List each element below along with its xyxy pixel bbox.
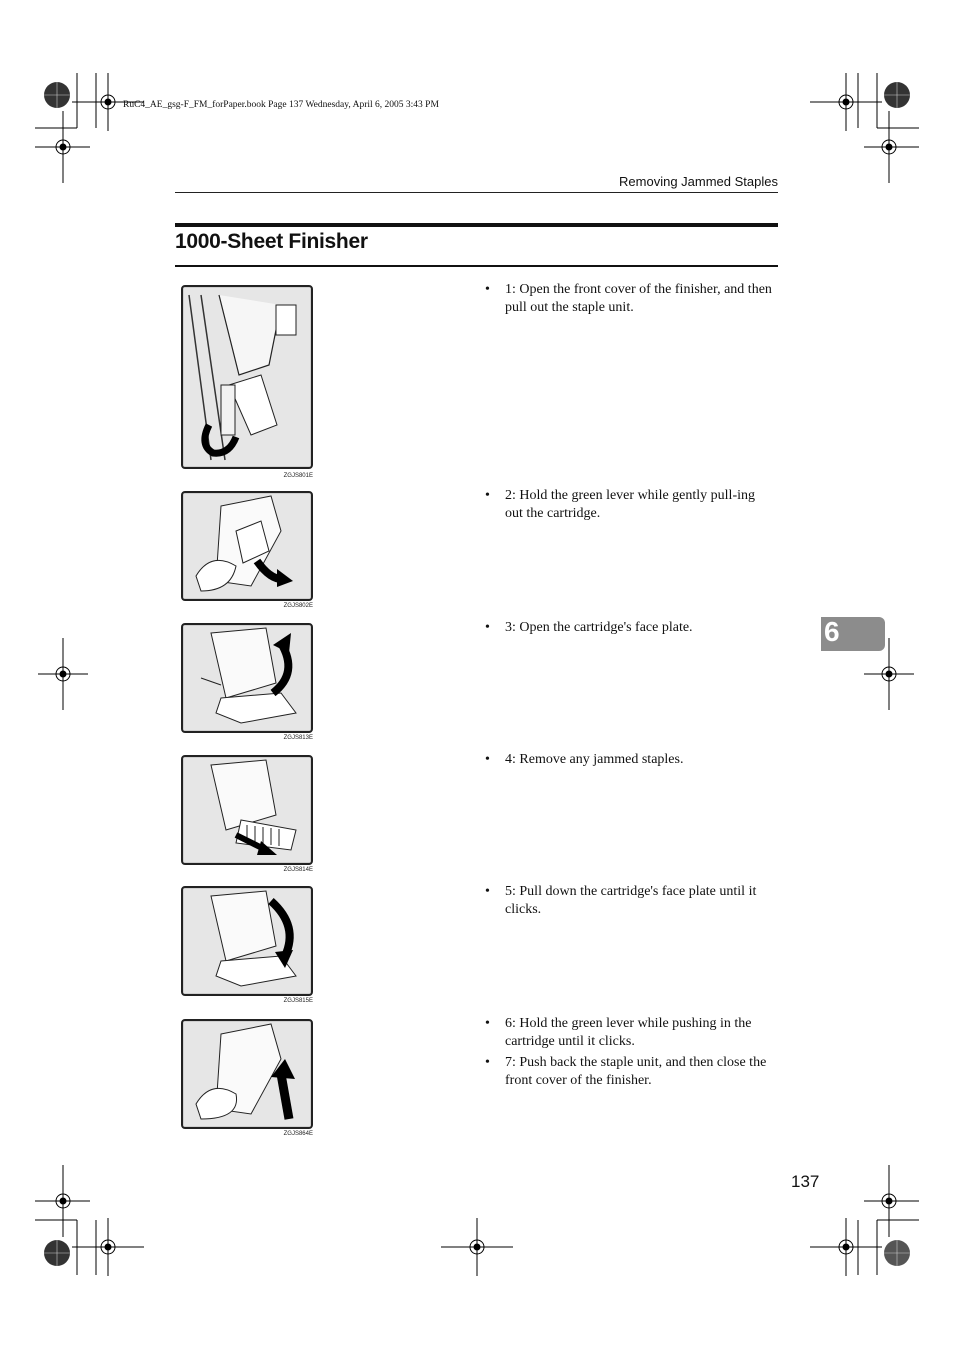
step-instruction: 6: Hold the green lever while pushing in… (505, 1016, 752, 1049)
file-info: RuC4_AE_gsg-F_FM_forPaper.book Page 137 … (123, 100, 439, 110)
figure-code: ZGJS814E (283, 867, 313, 873)
step-text-5: • 5: Pull down the cartridge's face plat… (485, 883, 775, 918)
remove-staples-illustration (181, 755, 313, 865)
step-text-3: • 3: Open the cartridge's face plate. (485, 619, 775, 637)
step-text-2: • 2: Hold the green lever while gently p… (485, 487, 775, 522)
figure-code: ZGJS864E (283, 1131, 313, 1137)
push-cartridge-illustration (181, 1019, 313, 1129)
title-top-rule (175, 223, 778, 227)
running-header: Removing Jammed Staples (619, 174, 778, 189)
section-title: 1000-Sheet Finisher (175, 230, 368, 253)
face-plate-open-illustration (181, 623, 313, 733)
header-rule (175, 192, 778, 193)
step-text-6: • 6: Hold the green lever while pushing … (485, 1015, 775, 1050)
figure-step-5: ZGJS815E (181, 886, 313, 1004)
step-instruction: 3: Open the cartridge's face plate. (505, 620, 693, 635)
figure-step-6: ZGJS864E (181, 1019, 313, 1137)
step-text-4: • 4: Remove any jammed staples. (485, 751, 775, 769)
face-plate-close-illustration (181, 886, 313, 996)
bullet: • (485, 620, 490, 635)
figure-step-3: ZGJS813E (181, 623, 313, 741)
title-bottom-rule (175, 265, 778, 267)
step-instruction: 2: Hold the green lever while gently pul… (505, 488, 755, 521)
bullet: • (485, 1055, 490, 1070)
bullet: • (485, 282, 490, 297)
figure-code: ZGJS802E (283, 603, 313, 609)
chapter-tab-number: 6 (824, 616, 840, 647)
staple-unit-illustration (181, 285, 313, 469)
bullet: • (485, 884, 490, 899)
figure-code: ZGJS813E (283, 735, 313, 741)
figure-code: ZGJS815E (283, 998, 313, 1004)
cartridge-illustration (181, 491, 313, 601)
bullet: • (485, 488, 490, 503)
chapter-tab (821, 617, 885, 651)
step-text-1: • 1: Open the front cover of the finishe… (485, 281, 775, 316)
step-instruction: 5: Pull down the cartridge's face plate … (505, 884, 757, 917)
page-number: 137 (791, 1172, 820, 1191)
bullet: • (485, 1016, 490, 1031)
bullet: • (485, 752, 490, 767)
figure-step-4: ZGJS814E (181, 755, 313, 873)
figure-step-1: ZGJS801E (181, 285, 313, 479)
step-text-7: • 7: Push back the staple unit, and then… (485, 1054, 775, 1089)
step-instruction: 1: Open the front cover of the finisher,… (505, 282, 772, 315)
step-instruction: 7: Push back the staple unit, and then c… (505, 1055, 767, 1088)
figure-step-2: ZGJS802E (181, 491, 313, 609)
figure-code: ZGJS801E (283, 473, 313, 479)
step-instruction: 4: Remove any jammed staples. (505, 752, 684, 767)
